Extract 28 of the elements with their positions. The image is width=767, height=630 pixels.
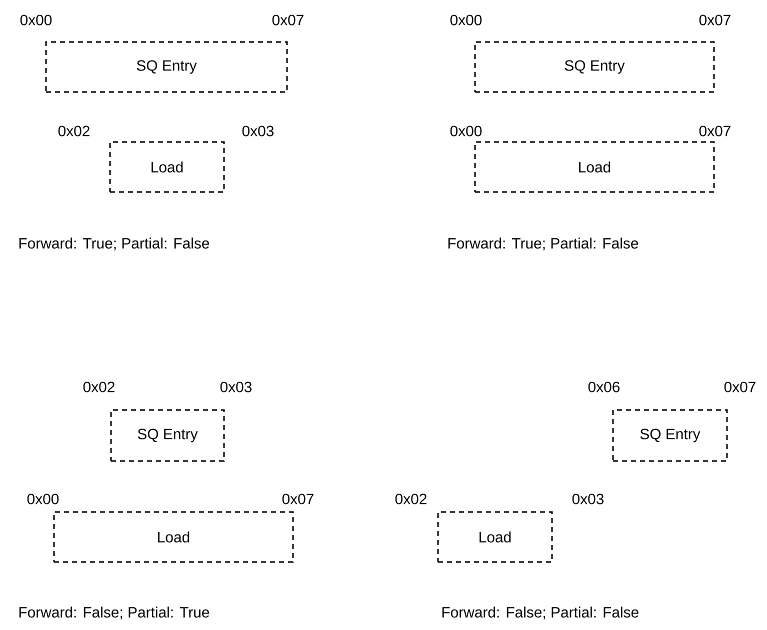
dashed-box: Load (474, 141, 715, 193)
address-label: 0x00 (450, 126, 482, 136)
address-label: 0x03 (242, 126, 274, 136)
dashed-box: Load (437, 511, 553, 563)
dashed-box: Load (109, 141, 225, 193)
dashed-box: SQ Entry (474, 41, 715, 93)
address-label: 0x00 (20, 14, 52, 26)
address-label: 0x00 (450, 14, 482, 26)
result-caption: Forward: False; Partial: True (19, 606, 210, 620)
address-label: 0x07 (699, 126, 730, 136)
dashed-box: SQ Entry (612, 409, 728, 462)
dashed-box: Load (53, 511, 294, 563)
address-label: 0x00 (27, 494, 59, 504)
address-label: 0x07 (724, 382, 756, 392)
address-label: 0x03 (572, 494, 604, 504)
address-label: 0x03 (220, 382, 252, 392)
address-label: 0x07 (272, 14, 304, 26)
address-label: 0x02 (83, 382, 114, 392)
address-label: 0x02 (395, 494, 426, 504)
result-caption: Forward: True; Partial: False (448, 238, 638, 250)
address-label: 0x06 (588, 382, 620, 392)
dashed-box: SQ Entry (45, 41, 288, 93)
dashed-box: SQ Entry (110, 409, 225, 462)
result-caption: Forward: False; Partial: False (442, 606, 638, 620)
address-label: 0x07 (282, 494, 314, 504)
address-label: 0x02 (58, 126, 90, 136)
address-label: 0x07 (699, 14, 730, 26)
result-caption: Forward: True; Partial: False (19, 238, 210, 250)
